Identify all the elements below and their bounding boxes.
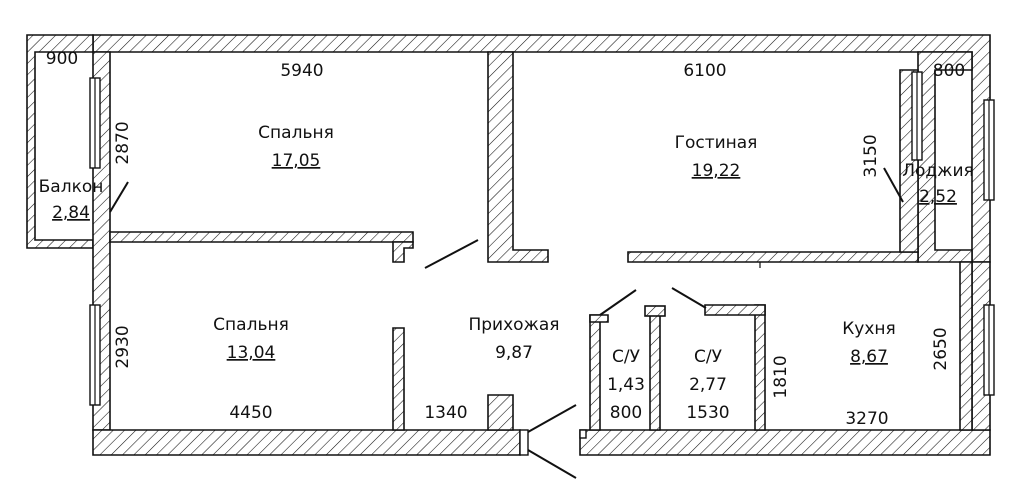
room-area-living: 19,22 — [692, 161, 741, 181]
wall-hall-stub — [487, 394, 514, 431]
room-name-bedroom2: Спальня — [213, 315, 289, 335]
room-area-wc1: 1,43 — [607, 375, 645, 395]
door-balcony — [109, 181, 129, 213]
room-area-wc2: 2,77 — [689, 375, 727, 395]
dim-bedroom2-height: 2930 — [113, 325, 133, 368]
wall-wc1-top-stub — [589, 314, 609, 323]
room-area-bedroom1: 17,05 — [272, 151, 321, 171]
dim-kitchen-width: 3270 — [845, 409, 888, 429]
wall-top — [92, 34, 991, 263]
room-name-living: Гостиная — [675, 133, 758, 153]
entrance-jamb — [519, 429, 529, 456]
door-wc2 — [671, 287, 707, 309]
wall-living-bottom — [627, 251, 919, 263]
dim-balcony-height: 2870 — [113, 121, 133, 164]
room-area-kitchen: 8,67 — [850, 347, 888, 367]
room-area-loggia: 2,52 — [919, 187, 957, 207]
room-name-loggia: Лоджия — [902, 161, 974, 181]
wall-bedroom1-bottom — [109, 231, 414, 243]
door-entrance-2 — [527, 449, 577, 479]
entrance-jamb-right — [579, 429, 587, 439]
room-name-wc2: С/У — [694, 347, 723, 367]
wall-wc2-top — [704, 304, 766, 316]
dim-bedroom2-width: 4450 — [229, 403, 272, 423]
dimension-labels: 900 2870 5940 6100 800 3150 2930 4450 13… — [46, 49, 965, 429]
wall-loggia — [917, 51, 973, 263]
windows — [89, 71, 995, 406]
room-area-hall: 9,87 — [495, 343, 533, 363]
room-labels: Спальня 17,05 Гостиная 19,22 Лоджия 2,52… — [39, 123, 974, 395]
dim-wc1-width: 800 — [610, 403, 642, 423]
dim-bedroom1-width: 5940 — [280, 61, 323, 81]
wall-wc1-left — [589, 314, 601, 431]
room-area-bedroom2: 13,04 — [227, 343, 276, 363]
room-area-balcony: 2,84 — [52, 203, 90, 223]
room-name-bedroom1: Спальня — [258, 123, 334, 143]
wall-bottom-right — [579, 429, 991, 456]
vent-shaft — [644, 305, 666, 317]
dim-kitchen-height: 2650 — [931, 327, 951, 370]
wall-bedroom2-hall — [392, 327, 405, 431]
inner-walls — [109, 51, 973, 431]
wall-bedroom-living — [487, 51, 549, 263]
room-name-wc1: С/У — [612, 347, 641, 367]
room-name-kitchen: Кухня — [842, 319, 896, 339]
dim-loggia-width: 800 — [933, 61, 965, 81]
dim-hall-width: 1340 — [424, 403, 467, 423]
door-wc1 — [599, 289, 637, 316]
outer-walls — [26, 34, 991, 456]
wall-kitchen-left-stub — [959, 261, 973, 431]
wall-wc2-right — [754, 304, 766, 431]
dim-wc2-height: 1810 — [771, 355, 791, 398]
wall-bedroom-divider-stub — [392, 241, 414, 263]
dim-balcony-width: 900 — [46, 49, 78, 69]
dim-living-width: 6100 — [683, 61, 726, 81]
door-entrance-1 — [527, 404, 577, 433]
door-loggia — [883, 167, 904, 203]
wall-balcony — [26, 34, 94, 249]
wall-wc-divider — [649, 309, 661, 431]
wall-bottom — [92, 429, 521, 456]
room-name-balcony: Балкон — [39, 177, 104, 197]
door-bedroom1 — [424, 239, 479, 269]
room-name-hall: Прихожая — [468, 315, 559, 335]
dim-loggia-height: 3150 — [861, 134, 881, 177]
dim-wc2-width: 1530 — [686, 403, 729, 423]
doors — [109, 167, 904, 479]
